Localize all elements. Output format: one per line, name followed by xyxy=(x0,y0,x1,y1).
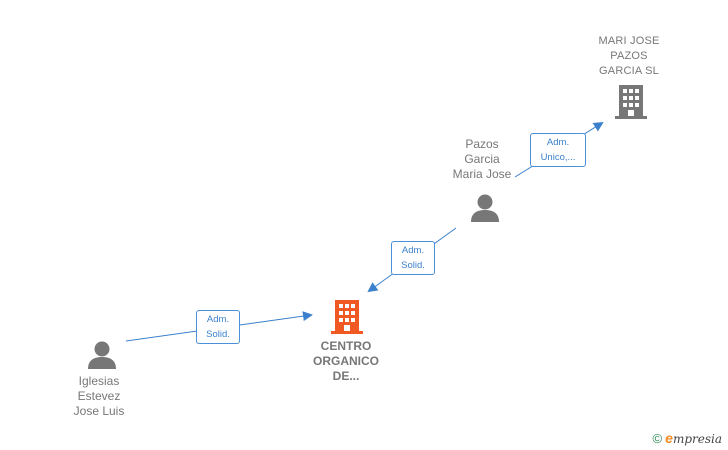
role-badge-adm-unico[interactable]: Adm. Unico,... xyxy=(530,133,586,167)
label-line: ORGANICO xyxy=(313,354,379,368)
brand-name: mpresia xyxy=(672,432,722,446)
label-line: Jose Luis xyxy=(73,404,125,418)
label-line: CENTRO xyxy=(320,339,372,353)
brand-logo: empresia xyxy=(665,430,722,446)
brand-initial: e xyxy=(665,430,673,446)
label-line: Iglesias xyxy=(78,374,120,388)
label-line: DE... xyxy=(332,369,360,383)
label-line: Pazos xyxy=(465,137,499,151)
role-line: Solid. xyxy=(401,260,425,271)
label-line: Garcia xyxy=(464,152,500,166)
building-icon-highlighted[interactable] xyxy=(331,300,363,334)
role-badge-adm-solid-pazos[interactable]: Adm. Solid. xyxy=(391,241,435,275)
person-label-pazos-garcia[interactable]: Pazos Garcia Maria Jose xyxy=(443,137,521,182)
company-label-mari-jose-pazos[interactable]: MARI JOSE PAZOS GARCIA SL xyxy=(588,34,670,79)
role-line: Adm. xyxy=(206,314,230,325)
person-label-iglesias-estevez[interactable]: Iglesias Estevez Jose Luis xyxy=(60,374,138,419)
company-label-centro-organico[interactable]: CENTRO ORGANICO DE... xyxy=(301,339,391,384)
person-icon[interactable] xyxy=(471,194,499,223)
role-line: Adm. xyxy=(546,137,570,148)
role-line: Adm. xyxy=(401,245,425,256)
copyright-icon: © xyxy=(652,430,663,446)
role-badge-adm-solid-iglesias[interactable]: Adm. Solid. xyxy=(196,310,240,344)
footer-brand: © empresia xyxy=(653,430,722,446)
label-line: Maria Jose xyxy=(452,167,512,181)
role-line: Unico,... xyxy=(540,152,576,163)
label-line: PAZOS xyxy=(610,50,648,62)
role-line: Solid. xyxy=(206,329,230,340)
building-icon[interactable] xyxy=(615,85,647,119)
person-icon[interactable] xyxy=(88,341,116,370)
label-line: Estevez xyxy=(77,389,121,403)
label-line: GARCIA SL xyxy=(599,65,659,77)
label-line: MARI JOSE xyxy=(598,35,660,47)
